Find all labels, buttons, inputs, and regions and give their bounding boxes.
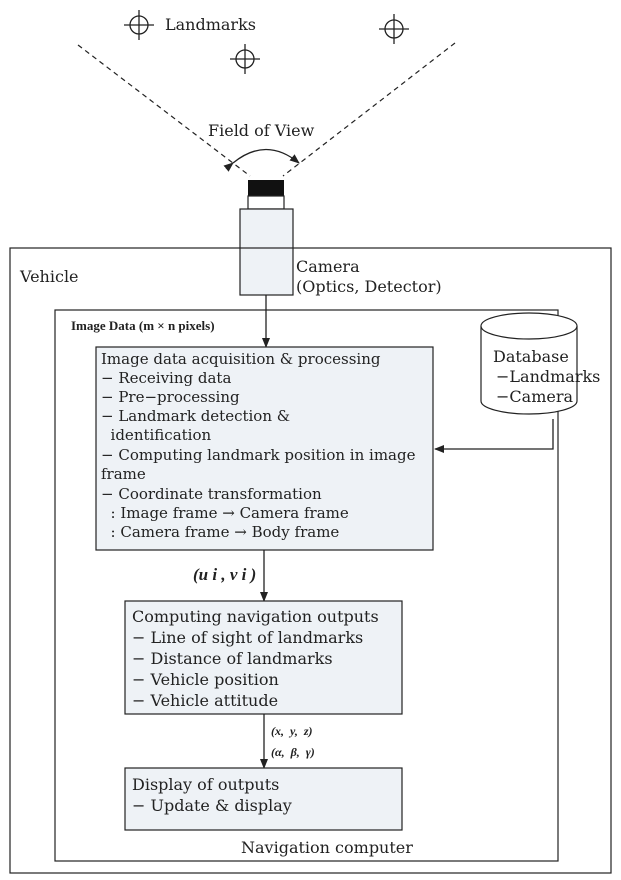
camera-lens [248, 180, 284, 196]
acquisition-line: − Pre−processing [101, 388, 240, 406]
acquisition-line: Image data acquisition & processing [101, 350, 381, 368]
attitude-output-label: (α, β, γ) [271, 745, 315, 759]
camera-label: Camera [296, 257, 360, 276]
acquisition-line: − Receiving data [101, 369, 231, 387]
landmark-icon [230, 44, 260, 74]
navigation-outputs-box [124, 600, 403, 715]
acquisition-line: identification [101, 426, 212, 444]
navigation-line: Computing navigation outputs [132, 607, 379, 626]
camera-body [239, 208, 294, 296]
landmark-icon [124, 10, 154, 40]
navigation-line: − Distance of landmarks [132, 649, 333, 668]
fov-right-line [282, 42, 456, 177]
display-line: − Update & display [132, 796, 292, 815]
acquisition-line: : Image frame → Camera frame [101, 504, 349, 522]
navigation-line: − Vehicle position [132, 670, 279, 689]
landmarks-label: Landmarks [165, 15, 256, 34]
acquisition-line: − Computing landmark position in image [101, 446, 416, 464]
pixel-coordinates-label: (u i , v i ) [193, 565, 256, 584]
navigation-computer-boundary [54, 309, 559, 862]
database-to-processing-arrow [434, 419, 554, 453]
camera-mount [247, 195, 285, 210]
acquisition-line: − Coordinate transformation [101, 485, 322, 503]
acquisition-line: frame [101, 465, 146, 483]
acquisition-line: − Landmark detection & [101, 407, 290, 425]
vehicle-boundary [9, 247, 612, 874]
database-item: −Landmarks [496, 367, 600, 386]
navigation-outputs-text: Computing navigation outputs − Line of s… [132, 607, 379, 710]
navigation-computer-label: Navigation computer [241, 838, 413, 857]
camera-sublabel: (Optics, Detector) [296, 277, 442, 296]
vehicle-label: Vehicle [19, 267, 79, 286]
database-cylinder [480, 312, 578, 415]
image-data-label: Image Data (m × n pixels) [71, 318, 215, 333]
fov-left-line [77, 44, 251, 177]
display-outputs-box [124, 767, 403, 831]
database-item: −Camera [496, 387, 573, 406]
acquisition-processing-text: Image data acquisition & processing − Re… [101, 350, 416, 541]
display-line: Display of outputs [132, 775, 279, 794]
landmark-icon [379, 14, 409, 44]
position-output-label: (x, y, z) [271, 724, 313, 738]
navigation-line: − Line of sight of landmarks [132, 628, 363, 647]
database-title: Database [493, 347, 569, 366]
acquisition-processing-box [95, 346, 434, 551]
fov-label: Field of View [208, 121, 315, 140]
navigation-line: − Vehicle attitude [132, 691, 278, 710]
fov-arc-arrow [223, 149, 300, 172]
acquisition-line: : Camera frame → Body frame [101, 523, 339, 541]
